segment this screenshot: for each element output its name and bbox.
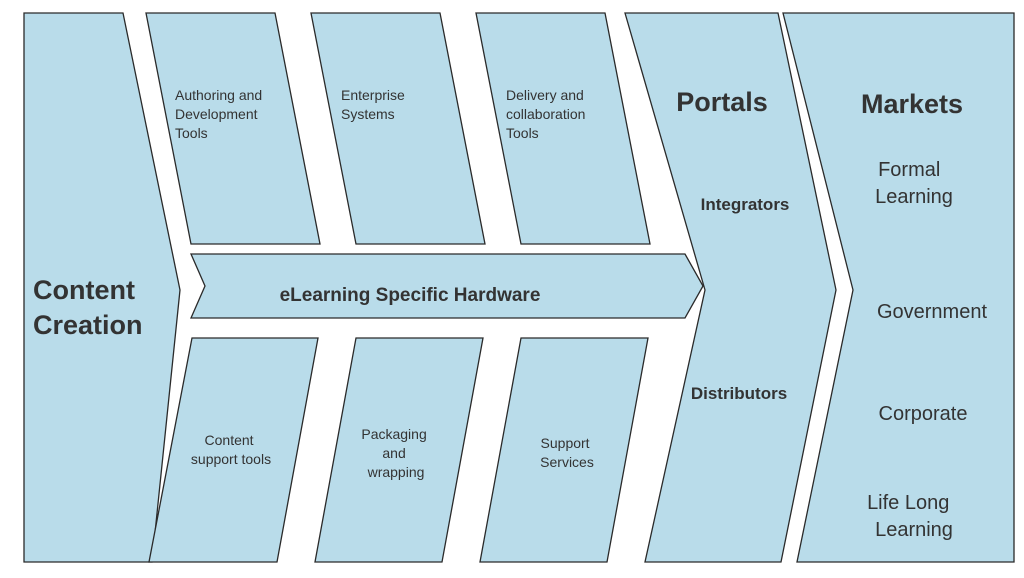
support-services-box: [479, 337, 649, 563]
content-support-box: [148, 337, 319, 563]
hardware-label: eLearning Specific Hardware: [280, 285, 541, 306]
authoring-tools-label: Authoring and Development Tools: [175, 87, 266, 141]
content-creation-label: Content Creation: [33, 275, 143, 340]
markets-shape: [782, 12, 1015, 563]
content-creation-shape: [23, 12, 181, 563]
hardware-arrow: [190, 253, 704, 319]
portals-shape: [624, 12, 837, 563]
portals-title: Portals: [676, 87, 768, 117]
delivery-tools-box: [475, 12, 651, 245]
authoring-tools-box: [145, 12, 321, 245]
distributors-label: Distributors: [691, 384, 787, 403]
enterprise-systems-label: Enterprise Systems: [341, 87, 409, 122]
formal-learning-label: Formal Learning: [875, 159, 953, 208]
support-services-label: Support Services: [540, 435, 594, 470]
delivery-tools-label: Delivery and collaboration Tools: [506, 87, 589, 141]
lifelong-learning-label: Life Long Learning: [867, 492, 955, 541]
markets-title: Markets: [861, 89, 963, 119]
packaging-label: Packaging and wrapping: [361, 426, 430, 480]
government-label: Government: [877, 301, 987, 323]
enterprise-systems-box: [310, 12, 486, 245]
corporate-label: Corporate: [879, 403, 968, 425]
integrators-label: Integrators: [701, 195, 790, 214]
packaging-box: [314, 337, 484, 563]
content-support-label: Content support tools: [191, 432, 271, 467]
